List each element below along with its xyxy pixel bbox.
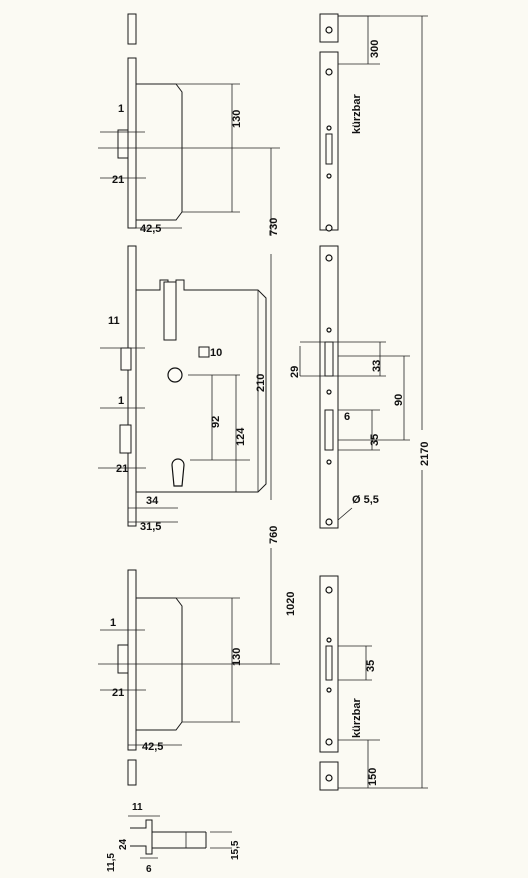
screw-hole [325, 518, 333, 526]
screw-hole [326, 459, 332, 465]
dim-730: 730 [268, 218, 280, 236]
sec-11: 11 [132, 802, 143, 813]
top-bolt-case [136, 83, 183, 221]
cylinder-hole [171, 458, 185, 487]
front-mid-plate [319, 245, 339, 529]
kurzbar-bot: kürzbar [351, 698, 363, 738]
dim-21-top: 21 [112, 174, 124, 186]
dim-diameter: Ø 5,5 [352, 494, 379, 506]
deadbolt-opening [324, 409, 334, 451]
dim-6: 6 [344, 411, 350, 423]
latch-bolt [120, 347, 132, 371]
latch-slot [163, 281, 177, 341]
dim-21-bot: 21 [112, 687, 124, 699]
dim-1020: 1020 [285, 592, 297, 616]
faceplate-bottom [127, 569, 137, 751]
dim-760: 760 [268, 526, 280, 544]
screw-hole [325, 26, 333, 34]
dim-150: 150 [367, 768, 379, 786]
follower-hole [167, 367, 183, 383]
dim-33: 33 [371, 360, 383, 372]
follower-square [198, 346, 210, 358]
screw-hole [325, 68, 333, 76]
profile-outline [130, 819, 153, 855]
screw-hole [325, 254, 333, 262]
dim-31-5: 31,5 [140, 521, 161, 533]
main-lock-case [136, 279, 267, 493]
screw-hole [325, 738, 333, 746]
lock-side-views: 1 21 42,5 130 730 11 10 1 92 124 210 21 … [98, 13, 297, 786]
screw-hole [326, 389, 332, 395]
screw-hole [326, 173, 332, 179]
bottom-bolt-opening [325, 645, 333, 681]
latch-opening [324, 341, 334, 377]
screw-hole [325, 586, 333, 594]
screw-hole [325, 224, 333, 232]
sec-15-5: 15,5 [230, 840, 241, 860]
dim-11: 11 [108, 315, 120, 327]
dim-35-mid: 35 [369, 434, 381, 446]
dim-90: 90 [393, 394, 405, 406]
dim-300: 300 [369, 40, 381, 58]
dim-42-5-top: 42,5 [140, 223, 161, 235]
dead-bolt [119, 424, 132, 454]
dim-21-mid: 21 [116, 463, 128, 475]
dim-35-bot: 35 [365, 660, 377, 672]
bottom-bolt [117, 644, 129, 674]
dim-130-top: 130 [231, 110, 243, 128]
dim-210: 210 [255, 374, 267, 392]
top-bolt [117, 129, 129, 159]
dim-92: 92 [210, 416, 222, 428]
dim-10: 10 [210, 347, 222, 359]
faceplate-front-view: 300 kürzbar 29 33 90 6 35 2170 Ø 5,5 35 … [289, 13, 431, 791]
dim-1-top: 1 [118, 103, 124, 115]
profile-section: 11 24 11,5 6 15,5 [106, 802, 241, 875]
screw-hole [326, 687, 332, 693]
dim-1-bot: 1 [110, 617, 116, 629]
kurzbar-top: kürzbar [351, 94, 363, 134]
screw-hole [326, 327, 332, 333]
dim-29: 29 [289, 366, 301, 378]
dim-34: 34 [146, 495, 159, 507]
screw-hole [326, 125, 332, 131]
faceplate-top [127, 57, 137, 229]
screw-hole [326, 637, 332, 643]
top-bolt-opening [325, 133, 333, 165]
sec-6: 6 [146, 864, 152, 875]
sec-11-5: 11,5 [106, 853, 117, 872]
faceplate-top-tab [127, 13, 137, 45]
dim-42-5-bot: 42,5 [142, 741, 163, 753]
dim-124: 124 [235, 427, 247, 446]
dim-1-mid: 1 [118, 395, 124, 407]
dim-130-bot: 130 [231, 648, 243, 666]
screw-hole [325, 774, 333, 782]
faceplate-mid [127, 245, 137, 527]
sec-24: 24 [118, 838, 129, 850]
faceplate-bottom-tab [127, 759, 137, 786]
dim-2170: 2170 [419, 442, 431, 466]
